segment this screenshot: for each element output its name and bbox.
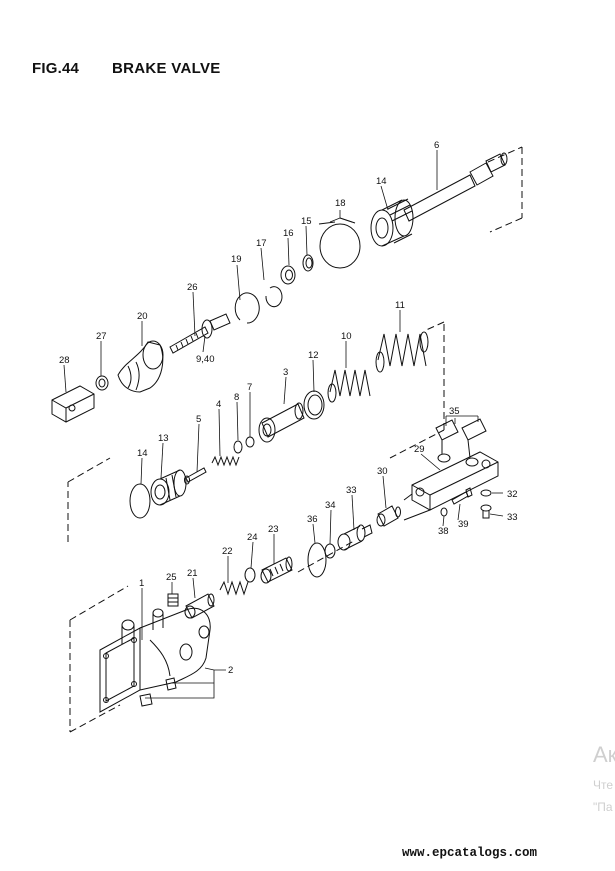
- part-24-plunger: [260, 556, 293, 584]
- callout-23: 22: [222, 546, 233, 557]
- part-12-ring: [303, 390, 325, 420]
- part-2-plugs: [139, 677, 177, 707]
- callout-34: 33: [346, 485, 357, 496]
- callout-20: 19: [231, 254, 242, 265]
- callout-14: 14: [137, 448, 148, 459]
- part-20-retaining-ring: [234, 292, 260, 324]
- part-35-ring: [324, 543, 336, 559]
- callout-24: 23: [268, 524, 279, 535]
- callout-12: 12: [308, 350, 319, 361]
- callout-6: 6: [434, 140, 439, 151]
- callout-35: 34: [325, 500, 336, 511]
- callout-37: 36: [307, 514, 318, 525]
- part-21-boot: [117, 340, 164, 393]
- callout-17: 16: [283, 228, 294, 239]
- callout-10: 10: [341, 331, 352, 342]
- assembly-guide-lines: [67, 146, 523, 733]
- callout-25: 24: [247, 532, 258, 543]
- part-11-spring: [375, 331, 429, 373]
- part-38-washer: [440, 507, 448, 517]
- part-3-spool: [258, 402, 305, 443]
- part-19-seal: [318, 217, 361, 269]
- part-4-spring: [211, 455, 240, 467]
- part-6-shaft: [403, 152, 508, 222]
- callout-38: 38: [438, 526, 449, 537]
- part-30-valve-block: [403, 451, 499, 521]
- part-8-ring: [233, 440, 243, 454]
- part-33-screw: [480, 504, 492, 519]
- watermark-line-3: "Па: [593, 800, 613, 814]
- callout-39: 39: [458, 519, 469, 530]
- part-14-disc: [129, 483, 151, 519]
- callout-7: 7: [247, 382, 252, 393]
- figure-title: BRAKE VALVE: [112, 60, 221, 77]
- callout-11: 11: [395, 300, 405, 311]
- part-16-ring: [302, 254, 314, 272]
- part-27-pushrod: [169, 313, 231, 354]
- part-5-pin: [184, 467, 207, 485]
- part-26-plug: [167, 593, 179, 607]
- callout-33: 33: [507, 512, 518, 523]
- callout-5: 5: [196, 414, 201, 425]
- figure-number: FIG.44: [32, 60, 80, 77]
- callout-18: 17: [256, 238, 267, 249]
- callout-28: 27: [96, 331, 107, 342]
- callout-15: 14: [376, 176, 387, 187]
- callout-22: 21: [187, 568, 198, 579]
- part-28-nut: [95, 375, 109, 391]
- part-34-valve: [337, 524, 373, 551]
- callout-30: 29: [414, 444, 425, 455]
- callout-16: 15: [301, 216, 312, 227]
- callout-9-40: 9,40: [196, 354, 215, 365]
- callout-1: 1: [139, 578, 144, 589]
- part-17-washer: [280, 265, 296, 285]
- callout-13: 13: [158, 433, 169, 444]
- part-23-spring: [219, 580, 249, 596]
- part-36-fittings: [435, 418, 487, 467]
- callout-19: 18: [335, 198, 346, 209]
- part-10-spring: [327, 369, 371, 403]
- part-1-valve-body: [99, 607, 211, 713]
- callout-4: 4: [216, 399, 221, 410]
- callout-27: 26: [187, 282, 198, 293]
- callout-3: 3: [283, 367, 288, 378]
- part-13-sleeve: [150, 469, 187, 506]
- callout-labels: 6 14 18 15 16 17 19 26 9,40 20 27 28 11 …: [59, 140, 518, 676]
- callout-8: 8: [234, 392, 239, 403]
- callout-2: 2: [228, 665, 233, 676]
- part-7-washer: [245, 436, 255, 448]
- part-37-seal: [307, 542, 327, 578]
- callout-29: 28: [59, 355, 70, 366]
- part-25-ring: [244, 567, 256, 583]
- callout-36: 35: [449, 406, 460, 417]
- footer-website: www.epcatalogs.com: [402, 846, 538, 860]
- part-39-bolt: [451, 487, 473, 505]
- part-15-piston: [370, 198, 414, 247]
- callout-32: 32: [507, 489, 518, 500]
- callout-21: 20: [137, 311, 148, 322]
- callout-leader-lines: [63, 150, 504, 699]
- part-31-fitting: [376, 505, 401, 527]
- part-29-clevis: [51, 385, 95, 423]
- callout-26: 25: [166, 572, 177, 583]
- watermark-line-2: Чте: [593, 778, 614, 792]
- part-18-snap-ring: [265, 286, 283, 308]
- watermark-line-1: Ак: [593, 742, 615, 767]
- callout-31: 30: [377, 466, 388, 477]
- part-32-washer: [480, 489, 492, 497]
- part-22-piston: [184, 593, 215, 619]
